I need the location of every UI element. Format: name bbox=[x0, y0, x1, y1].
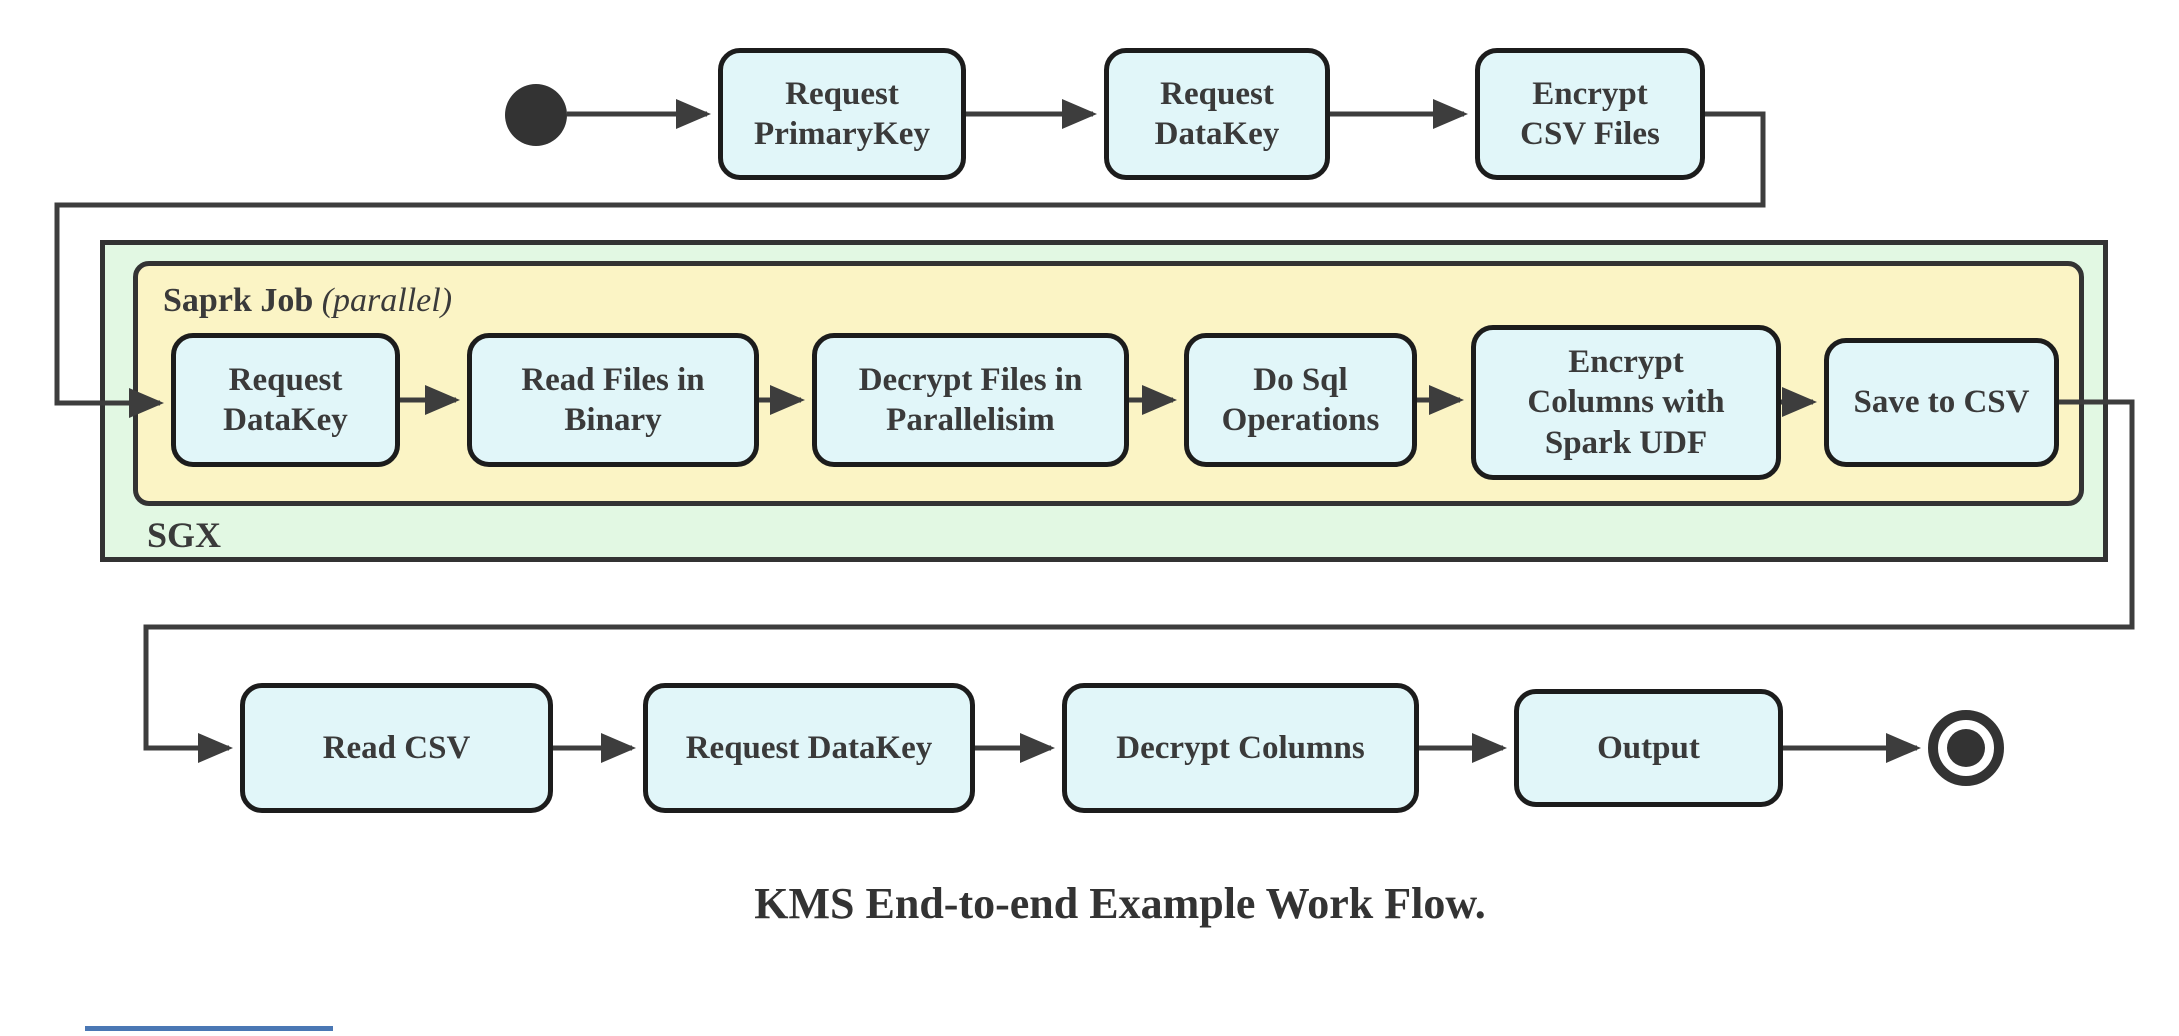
node-save-to-csv: Save to CSV bbox=[1824, 338, 2059, 467]
node-encrypt-csv-files: Encrypt CSV Files bbox=[1475, 48, 1705, 180]
end-state-inner-dot bbox=[1947, 729, 1985, 767]
node-decrypt-files-in-parallelisim: Decrypt Files in Parallelisim bbox=[812, 333, 1129, 467]
node-do-sql-operations: Do Sql Operations bbox=[1184, 333, 1417, 467]
spark-job-label: Saprk Job (parallel) bbox=[163, 282, 452, 320]
node-request-datakey-sgx: Request DataKey bbox=[171, 333, 400, 467]
node-request-datakey-bottom: Request DataKey bbox=[643, 683, 975, 813]
node-encrypt-columns-with-spark-udf: Encrypt Columns with Spark UDF bbox=[1471, 325, 1781, 480]
end-state-circle bbox=[1928, 710, 2004, 786]
diagram-caption: KMS End-to-end Example Work Flow. bbox=[754, 879, 1486, 928]
node-request-datakey-top: Request DataKey bbox=[1104, 48, 1330, 180]
sgx-label: SGX bbox=[147, 515, 222, 555]
bottom-left-accent-line bbox=[85, 1026, 333, 1031]
node-output: Output bbox=[1514, 689, 1783, 807]
start-state-circle bbox=[505, 84, 567, 146]
node-read-csv: Read CSV bbox=[240, 683, 553, 813]
node-request-primarykey: Request PrimaryKey bbox=[718, 48, 966, 180]
node-read-files-in-binary: Read Files in Binary bbox=[467, 333, 759, 467]
spark-job-label-parallel: (parallel) bbox=[321, 282, 453, 319]
node-decrypt-columns: Decrypt Columns bbox=[1062, 683, 1419, 813]
spark-job-label-bold: Saprk Job bbox=[163, 282, 314, 319]
